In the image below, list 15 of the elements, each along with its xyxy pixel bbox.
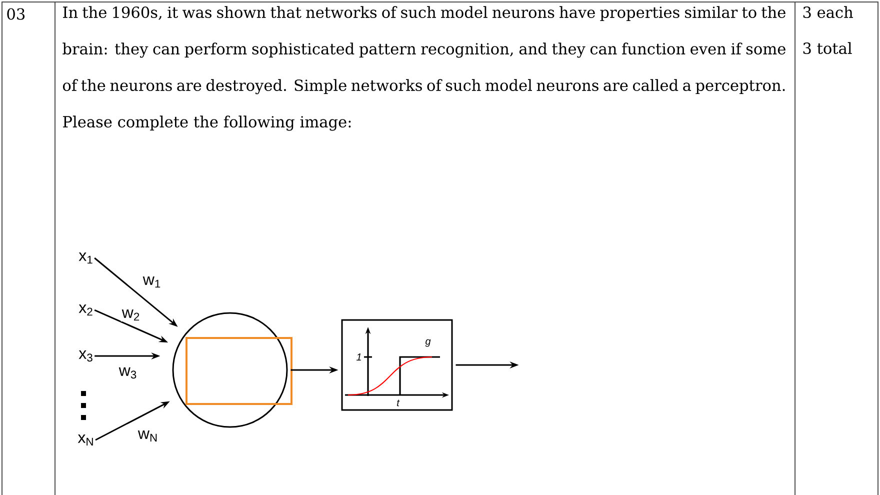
neuron-circle: [172, 312, 288, 428]
question-number: 03: [7, 8, 25, 20]
weight-label: w$_{2}$: [120, 308, 142, 322]
weight-label: w$_{1}$: [142, 275, 162, 289]
points-label: 3 each: [803, 6, 853, 18]
weight-label: w$_{N}$: [136, 429, 160, 443]
input-label: x$_{1}$: [78, 252, 92, 264]
answer-box: [186, 337, 292, 405]
input-label: x$_{N}$: [78, 434, 93, 446]
step-function-box: g 1 t: [341, 319, 453, 411]
input-label: x$_{3}$: [78, 350, 92, 362]
input-label: x$_{2}$: [78, 304, 92, 316]
weight-label: w$_{3}$: [118, 366, 138, 380]
points-label: 3 total: [803, 42, 852, 54]
question-text: In the 1960s, it was shown that networks of such model neurons have properties similar to the brain: they can perform sophisticated pattern recognition, and they can function even if some of the neurons are destroyed. Simple networks of such model neurons are called a perceptron. Please complete the following image:: [62, 6, 786, 131]
